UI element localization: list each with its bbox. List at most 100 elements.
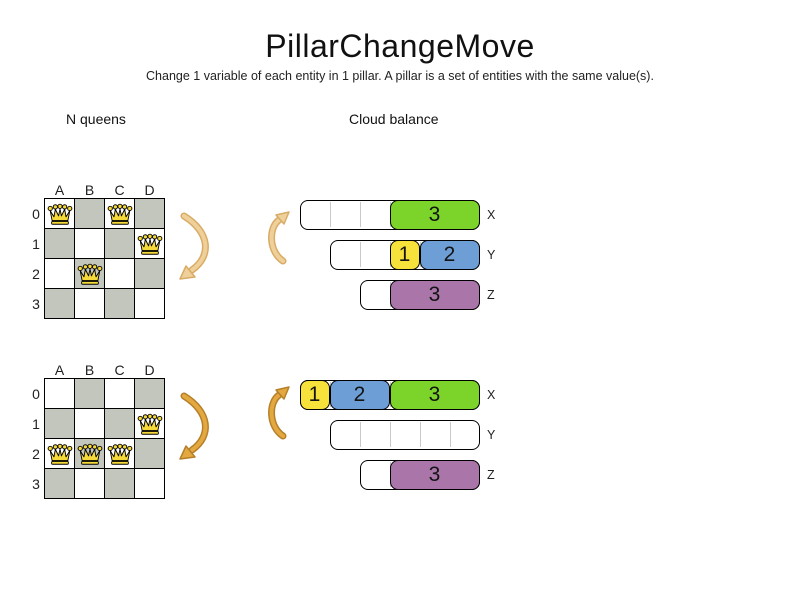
board-cell-A2: [44, 438, 75, 469]
queen-icon: [107, 443, 132, 465]
column-header: C: [114, 361, 125, 378]
board-cell-D3: [134, 468, 165, 499]
board-cell-B0: [74, 198, 105, 229]
move-down-arrow-icon: [179, 392, 209, 460]
page-subtitle: Change 1 variable of each entity in 1 pi…: [146, 69, 654, 83]
board-cell-D2: [134, 438, 165, 469]
capacity-divider: [449, 422, 451, 447]
process-value: 2: [353, 382, 366, 406]
column-header: A: [54, 181, 65, 198]
process-block-blue: 2: [419, 239, 480, 270]
process-block-yellow: 1: [299, 379, 330, 410]
process-value: 1: [308, 382, 321, 406]
column-header: D: [144, 361, 155, 378]
board-cell-B2: [74, 438, 105, 469]
queen-icon: [47, 203, 72, 225]
computer-bar-z: 3: [360, 459, 480, 490]
chess-board: A B C D 0 1 2 3: [28, 181, 165, 319]
board-cell-C1: [104, 228, 135, 259]
board-cell-D1: [134, 408, 165, 439]
computer-label-y: Y: [487, 248, 496, 262]
board-cell-D0: [134, 198, 165, 229]
board-cell-C2: [104, 438, 135, 469]
queen-icon: [107, 203, 132, 225]
process-block-green: 3: [389, 199, 480, 230]
process-value: 3: [428, 382, 441, 406]
queen-icon: [47, 443, 72, 465]
column-header: B: [84, 181, 95, 198]
row-header: 2: [32, 265, 40, 282]
board-corner: [28, 181, 45, 199]
board-cell-A3: [44, 288, 75, 319]
process-block-purple: 3: [389, 279, 480, 310]
board-cell-C3: [104, 468, 135, 499]
board-cell-D1: [134, 228, 165, 259]
page-title: PillarChangeMove: [265, 28, 535, 64]
row-header: 2: [32, 445, 40, 462]
board-cell-A1: [44, 228, 75, 259]
board-cell-D0: [134, 378, 165, 409]
process-value: 3: [428, 282, 441, 306]
board-cell-A1: [44, 408, 75, 439]
queen-icon: [137, 233, 162, 255]
board-cell-B2: [74, 258, 105, 289]
board-cell-C0: [104, 198, 135, 229]
process-block-blue: 2: [329, 379, 390, 410]
chess-board: A B C D 0 1 2 3: [28, 361, 165, 499]
column-header: C: [114, 181, 125, 198]
computer-bar-z: 3: [360, 279, 480, 310]
capacity-divider: [419, 422, 421, 447]
board-corner: [28, 361, 45, 379]
row-header: 3: [32, 295, 40, 312]
capacity-divider: [389, 422, 391, 447]
capacity-divider: [359, 242, 361, 267]
row-header: 3: [32, 475, 40, 492]
queen-icon: [77, 263, 102, 285]
column-header: D: [144, 181, 155, 198]
board-cell-B3: [74, 468, 105, 499]
process-value: 2: [443, 242, 456, 266]
move-down-arrow-icon: [179, 212, 209, 280]
queen-icon: [77, 443, 102, 465]
process-block-green: 3: [389, 379, 480, 410]
board-cell-A0: [44, 378, 75, 409]
capacity-divider: [329, 202, 331, 227]
row-header: 0: [32, 205, 40, 222]
capacity-divider: [359, 202, 361, 227]
capacity-divider: [359, 422, 361, 447]
queen-icon: [137, 413, 162, 435]
column-header: B: [84, 361, 95, 378]
board-cell-D3: [134, 288, 165, 319]
board-cell-C1: [104, 408, 135, 439]
board-cell-B0: [74, 378, 105, 409]
board-cell-C0: [104, 378, 135, 409]
board-cell-A3: [44, 468, 75, 499]
row-header: 0: [32, 385, 40, 402]
computer-bar-x: 1 2 3: [299, 379, 480, 410]
process-value: 1: [398, 242, 411, 266]
computer-bar-y: [330, 420, 480, 450]
board-cell-B1: [74, 408, 105, 439]
computer-label-y: Y: [487, 428, 496, 442]
process-value: 3: [428, 202, 441, 226]
row-header: 1: [32, 235, 40, 252]
board-cell-C2: [104, 258, 135, 289]
move-up-arrow-icon: [268, 386, 290, 440]
row-header: 1: [32, 415, 40, 432]
nqueens-section-label: N queens: [66, 111, 126, 127]
cloud-section-label: Cloud balance: [349, 111, 439, 127]
computer-label-z: Z: [487, 468, 495, 482]
move-up-arrow-icon: [268, 211, 290, 265]
board-cell-C3: [104, 288, 135, 319]
column-header: A: [54, 361, 65, 378]
board-cell-A0: [44, 198, 75, 229]
board-cell-A2: [44, 258, 75, 289]
process-value: 3: [428, 462, 441, 486]
computer-label-x: X: [487, 388, 496, 402]
process-block-yellow: 1: [389, 239, 420, 270]
process-block-purple: 3: [389, 459, 480, 490]
computer-bar-x: 3: [300, 199, 480, 230]
